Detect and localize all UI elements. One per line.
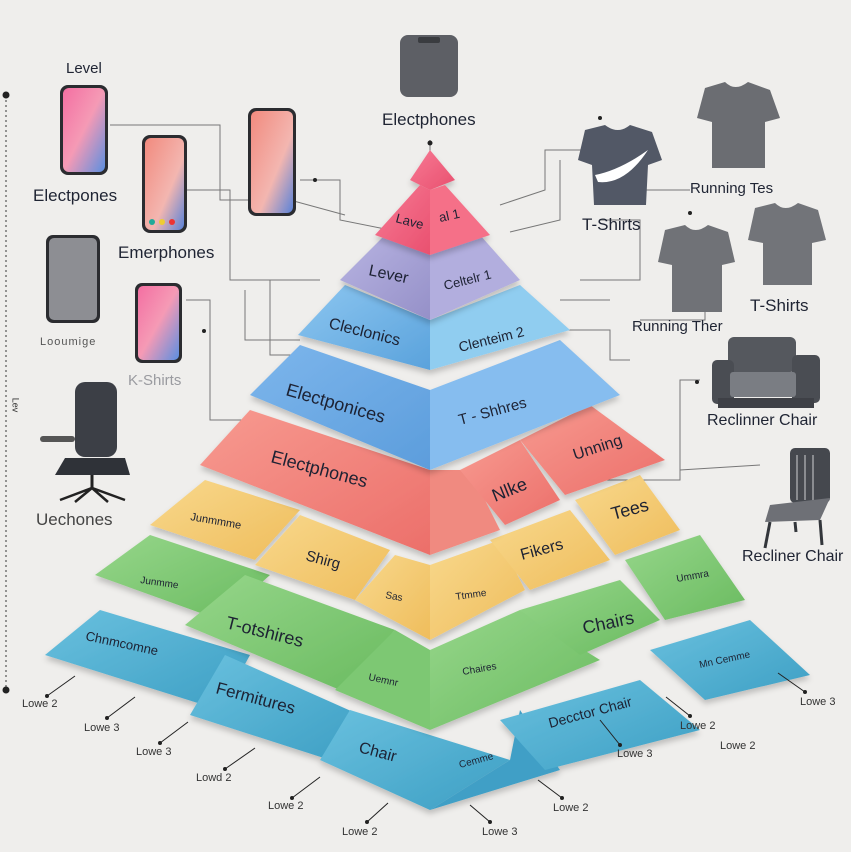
right-item-label: Running Ther [632,318,723,335]
level-heading: Level [66,60,102,77]
smartphone-icon [60,85,108,175]
smartphone-icon [46,235,100,323]
block-label: Junmme [140,575,180,591]
level-label: Lowe 2 [342,826,378,838]
level-label: Lowe 3 [800,696,836,708]
right-item-label: Recliner Chair [742,548,844,565]
block-label: Ttmme [455,588,488,603]
left-item-label: Emerphones [118,243,215,262]
speaker-icon [400,35,458,97]
level-label: Lowd 2 [196,772,232,784]
right-item-label: Reclinner Chair [707,412,818,429]
left-item-label: Looumige [40,336,97,348]
right-item-label: T-Shirts [582,215,641,234]
chair-icon [763,448,830,549]
connector-lines [110,124,761,481]
office-chair-icon [40,382,130,503]
tier-0 [375,150,490,255]
axis-label: Lev [10,397,21,413]
right-item-label: Running Tes [690,180,774,197]
level-label: Lowe 3 [84,722,120,734]
left-item-label: Electpones [33,186,118,205]
vertical-axis [2,91,10,694]
level-label: Lowe 2 [22,698,58,710]
tier-6 [95,535,745,730]
smartphone-icon [142,135,187,233]
tier-2 [298,285,570,370]
tier-5 [150,475,680,640]
block-label: al 1 [438,206,462,225]
level-leaders [45,672,807,824]
smartphone-icon [248,108,296,216]
block-label: Lave [394,210,425,232]
level-label: Lowe 2 [680,720,716,732]
tshirt-icon [748,203,826,285]
armchair-icon [712,337,820,408]
tier-3 [250,340,620,470]
left-item-label: K-Shirts [128,372,182,389]
level-label: Lowe 3 [617,748,653,760]
level-label: Lowe 2 [268,800,304,812]
block-label: Sas [384,590,403,604]
tier-1 [340,235,520,320]
level-label: Lowe 3 [482,826,518,838]
tier-7 [45,610,810,810]
top-item-label: Electphones [382,110,476,129]
level-label: Lowe 2 [553,802,589,814]
level-label: Lowe 3 [136,746,172,758]
nike-tshirt-icon [578,125,662,205]
tshirt-icon [658,225,735,312]
right-item-label: T-Shirts [750,296,809,315]
left-item-label: Uechones [36,510,113,529]
level-label: Lowe 2 [720,740,756,752]
tier-4 [200,405,665,555]
tshirt-icon [697,82,780,168]
smartphone-icon [135,283,182,363]
